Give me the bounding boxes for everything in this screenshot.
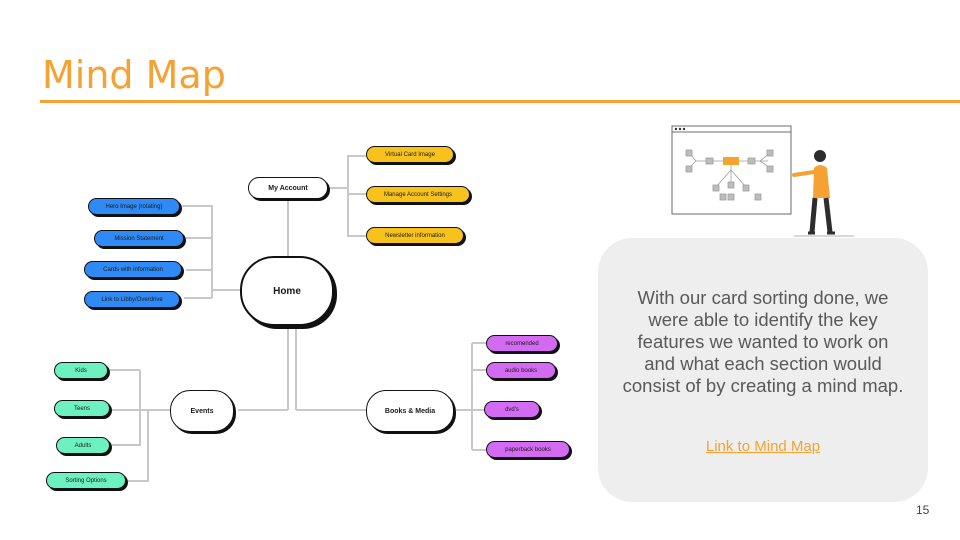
title-underline (40, 100, 960, 103)
events-item-node: Teens (54, 400, 110, 417)
home-item-node: Hero Image (rotating) (88, 198, 180, 215)
home-item-node: Mission Statement (94, 230, 184, 247)
events-item-node: Kids (54, 362, 108, 379)
home-node: Home (240, 256, 334, 326)
books-item-node: paperback books (486, 441, 570, 458)
books-media-node: Books & Media (366, 390, 454, 432)
slide-title: Mind Map (42, 53, 226, 97)
mind-map-link[interactable]: Link to Mind Map (705, 438, 821, 455)
books-item-node: audio books (486, 362, 556, 379)
books-item-node: dvd's (484, 401, 540, 418)
events-item-node: Adults (56, 437, 110, 454)
books-item-node: recomended (486, 335, 558, 352)
events-node: Events (170, 390, 234, 432)
account-item-node: Manage Account Settings (366, 186, 470, 203)
presenter-illustration (671, 125, 854, 237)
page-number: 15 (916, 503, 930, 517)
home-item-node: Link to Libby/Overdrive (84, 291, 180, 308)
summary-card (598, 238, 928, 502)
account-item-node: Virtual Card Image (366, 146, 454, 163)
summary-text: With our card sorting done, we were able… (622, 287, 904, 396)
account-item-node: Newsletter information (366, 227, 464, 244)
events-item-node: Sorting Options (46, 472, 126, 489)
home-item-node: Cards with information (84, 261, 182, 278)
my-account-node: My Account (248, 177, 328, 199)
